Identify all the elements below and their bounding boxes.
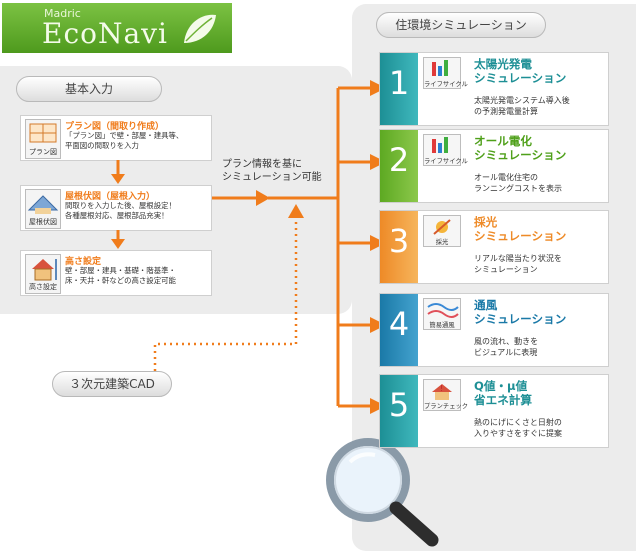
box-title: 高さ設定 — [65, 257, 102, 267]
step-number: 5 — [380, 375, 418, 447]
item-description: 太陽光発電システム導入後の予測発電量計算 — [474, 96, 570, 116]
plan-check-icon: ! プランチェック — [423, 379, 468, 411]
box-title: プラン図（間取り作成） — [65, 122, 165, 132]
step-number: 4 — [380, 294, 418, 366]
svg-text:!: ! — [440, 384, 443, 393]
basic-input-title: 基本入力 — [16, 76, 162, 102]
down-arrow-1-head — [111, 174, 125, 184]
lifecycle-icon: ライフサイクル — [423, 134, 468, 166]
box-description: 間取りを入力した後、屋根設定！各種屋根対応、屋根部品充実！ — [65, 201, 176, 220]
height-setting-box: 高さ設定 高さ設定 壁・部屋・建具・基礎・階基準・床・天井・軒などの高さ設定可能 — [20, 250, 212, 296]
cad-arrow-head — [288, 204, 304, 218]
item-description: オール電化住宅のランニングコストを表示 — [474, 173, 562, 193]
logo-econavi-text: EcoNavi — [42, 17, 168, 50]
step-number: 2 — [380, 130, 418, 202]
main-arrow-head — [256, 190, 270, 206]
box-description: 壁・部屋・建具・基礎・階基準・床・天井・軒などの高さ設定可能 — [65, 266, 176, 285]
down-arrow-2-head — [111, 239, 125, 249]
item-description: リアルな陽当たり状況をシミュレーション — [474, 254, 562, 274]
step-number: 1 — [380, 53, 418, 125]
energy-calculation-box: 5 ! プランチェック Q値・μ値省エネ計算 熱のにげにくさと日射の入りやすさを… — [379, 374, 609, 448]
roof-plan-icon: 屋根伏図 — [25, 189, 61, 229]
item-title: 採光シミュレーション — [474, 215, 567, 243]
item-title: 太陽光発電シミュレーション — [474, 57, 567, 85]
daylight-simulation-box: 3 採光 採光シミュレーション リアルな陽当たり状況をシミュレーション — [379, 210, 609, 284]
box-title: 屋根伏図（屋根入力） — [65, 192, 156, 202]
solar-simulation-box: 1 ライフサイクル 太陽光発電シミュレーション 太陽光発電システム導入後の予測発… — [379, 52, 609, 126]
ventilation-icon: 簡易通風 — [423, 298, 461, 330]
item-title: Q値・μ値省エネ計算 — [474, 379, 532, 407]
plan-info-label: プラン情報を基にシミュレーション可能 — [222, 159, 322, 183]
item-description: 風の流れ、動きをビジュアルに表現 — [474, 337, 539, 357]
daylight-icon: 採光 — [423, 215, 461, 247]
all-electric-simulation-box: 2 ライフサイクル オール電化シミュレーション オール電化住宅のランニングコスト… — [379, 129, 609, 203]
leaf-icon — [184, 14, 216, 43]
item-title: 通風シミュレーション — [474, 298, 567, 326]
simulation-title: 住環境シミュレーション — [376, 12, 546, 38]
magnifier-icon — [326, 438, 439, 547]
item-title: オール電化シミュレーション — [474, 134, 567, 162]
cad-dotted-line — [153, 216, 298, 371]
lifecycle-icon: ライフサイクル — [423, 57, 468, 89]
step-number: 3 — [380, 211, 418, 283]
height-setting-icon: 高さ設定 — [25, 254, 61, 294]
cad-label: ３次元建築CAD — [52, 371, 172, 397]
plan-drawing-icon: プラン図 — [25, 119, 61, 159]
logo-madric-text: Madric — [44, 7, 81, 20]
ventilation-simulation-box: 4 簡易通風 通風シミュレーション 風の流れ、動きをビジュアルに表現 — [379, 293, 609, 367]
item-description: 熱のにげにくさと日射の入りやすさをすぐに提案 — [474, 418, 562, 438]
econavi-logo: Madric EcoNavi — [2, 3, 232, 53]
roof-plan-box: 屋根伏図 屋根伏図（屋根入力） 間取りを入力した後、屋根設定！各種屋根対応、屋根… — [20, 185, 212, 231]
plan-drawing-box: プラン図 プラン図（間取り作成） 「プラン図」で壁・部屋・建具等、平面図の間取り… — [20, 115, 212, 161]
box-description: 「プラン図」で壁・部屋・建具等、平面図の間取りを入力 — [65, 131, 184, 150]
